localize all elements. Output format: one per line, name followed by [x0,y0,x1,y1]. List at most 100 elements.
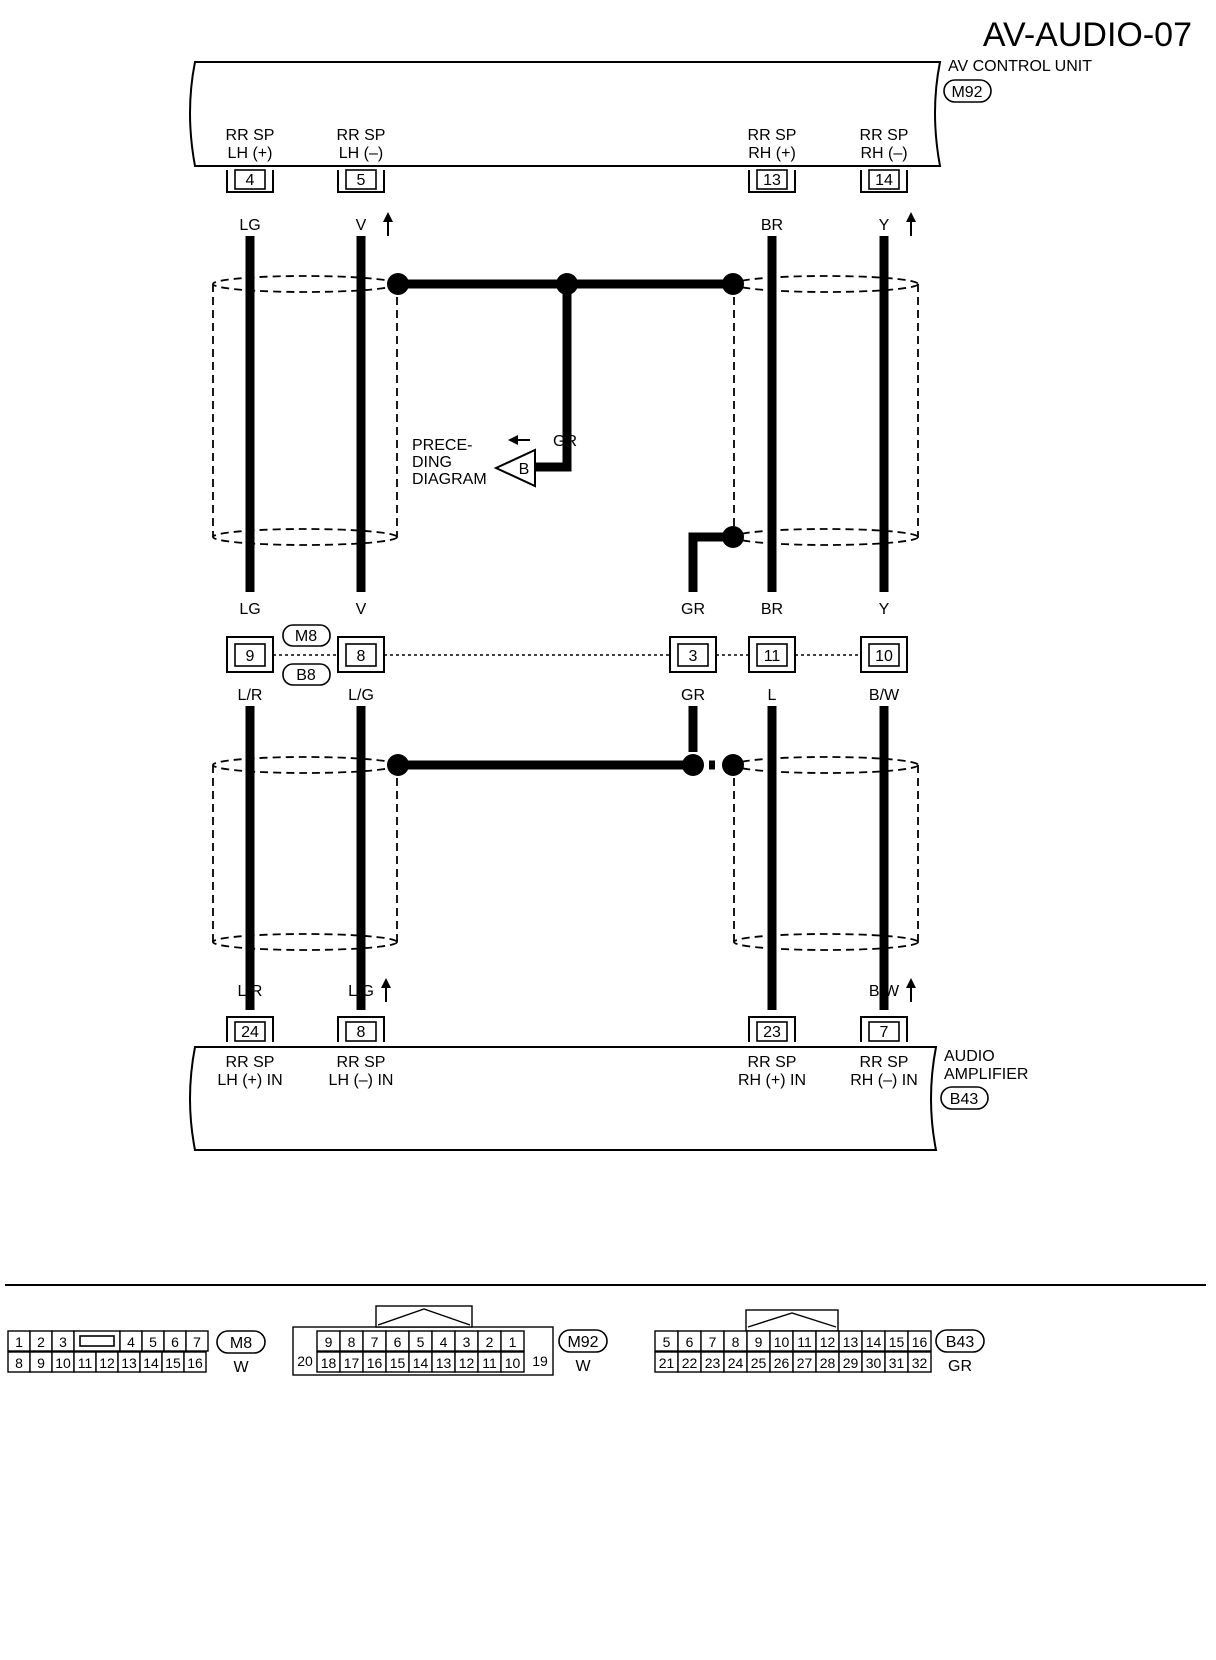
bottom-terminals: 24 8 23 7 [226,1016,908,1042]
audio-amplifier-connector: B43 [950,1091,979,1108]
preceding-wire-color: GR [553,433,577,450]
preceding-label-1: PRECE- [412,437,472,454]
mid-lower-color-9: L/R [238,687,263,704]
junction-dot [722,526,744,548]
upper-wire-color-4: Y [879,217,890,234]
connector-view-color: GR [948,1358,972,1375]
av-control-unit: AV CONTROL UNIT M92 RR SP LH (+) RR SP L… [189,58,1092,167]
connector-pin: 26 [774,1355,790,1371]
connector-pin: 5 [417,1334,425,1350]
preceding-link-wire [534,446,572,472]
connector-view-code: M8 [230,1335,252,1352]
gr-drain-wire [688,532,727,592]
connector-pin: 6 [686,1334,694,1350]
audio-amplifier: RR SP LH (+) IN RR SP LH (–) IN RR SP RH… [189,1046,1028,1151]
connector-pin: 15 [889,1334,905,1350]
connector-pin: 32 [912,1355,928,1371]
lower-shield-right [733,756,919,951]
connector-pin: 31 [889,1355,905,1371]
connector-pin: 12 [99,1355,115,1371]
amp-terminal-24-label-1: RR SP [226,1054,275,1071]
junction-dot [387,273,409,295]
terminal-13-number: 13 [763,172,781,189]
amp-terminal-23-number: 23 [763,1024,781,1041]
mid-lower-color-8: L/G [348,687,374,704]
lower-wire-color-1: L/R [238,983,263,1000]
connector-pin: 10 [774,1334,790,1350]
lower-shield-left [212,756,398,951]
connector-badge-m92 [943,79,992,103]
top-terminals: 4 5 13 14 [226,169,908,193]
connector-pin: 4 [440,1334,448,1350]
audio-amplifier-name-2: AMPLIFIER [944,1066,1028,1083]
junction-dot [722,754,744,776]
connector-pin: 30 [866,1355,882,1371]
amp-terminal-7-label-2: RH (–) IN [850,1072,918,1089]
preceding-diagram-reference: PRECE- DING DIAGRAM B GR [412,433,577,488]
connector-pin: 13 [121,1355,137,1371]
connector-pin: 9 [37,1355,45,1371]
connector-pin: 1 [509,1334,517,1350]
mid-upper-color-3: GR [681,601,705,618]
connector-pin: 8 [732,1334,740,1350]
mid-connector-bottom-code: B8 [296,667,316,684]
connector-pin: 8 [348,1334,356,1350]
connector-pin: 16 [912,1334,928,1350]
mid-pin-9: 9 [246,648,255,665]
terminal-5-label-2: LH (–) [339,145,383,162]
connector-pin: 10 [505,1355,521,1371]
connector-pin: 9 [325,1334,333,1350]
connector-pin: 14 [866,1334,882,1350]
connector-pin: 20 [297,1353,313,1369]
connector-pin: 16 [187,1355,203,1371]
terminal-5-label-1: RR SP [337,127,386,144]
amp-terminal-23-label-2: RH (+) IN [738,1072,806,1089]
upper-wire-color-1: LG [239,217,260,234]
upper-wire-color-2: V [356,217,367,234]
junction-dot [387,754,409,776]
mid-lower-color-11: L [768,687,777,704]
terminal-5-number: 5 [357,172,366,189]
connector-pin: 19 [532,1353,548,1369]
connector-pin: 25 [751,1355,767,1371]
connector-pin: 5 [149,1334,157,1350]
connector-pin: 6 [171,1334,179,1350]
mid-connector: LG V GR BR Y 9 8 3 11 10 M8 B8 L/R L/G [226,601,908,704]
mid-connector-top-code: M8 [295,628,317,645]
connector-pin: 24 [728,1355,744,1371]
connector-pin: 7 [371,1334,379,1350]
connector-pin: 11 [797,1334,812,1350]
mid-upper-color-9: LG [239,601,260,618]
preceding-label-3: DIAGRAM [412,471,487,488]
terminal-13-label-1: RR SP [748,127,797,144]
terminal-14-label-2: RH (–) [860,145,907,162]
connector-pin: 7 [709,1334,717,1350]
connector-pin: 3 [59,1334,67,1350]
audio-amplifier-name-1: AUDIO [944,1048,995,1065]
arrow-up-icon [381,978,391,1002]
connector-pin: 5 [663,1334,671,1350]
connector-pin: 13 [843,1334,859,1350]
connector-pin: 11 [78,1355,93,1371]
terminal-4-label-1: RR SP [226,127,275,144]
connector-pin: 12 [820,1334,836,1350]
junction-dot [682,754,704,776]
mid-upper-color-11: BR [761,601,783,618]
connector-view-code: B43 [946,1334,975,1351]
connector-pin: 29 [843,1355,859,1371]
amp-terminal-24-number: 24 [241,1024,259,1041]
junction-dot [722,273,744,295]
amp-terminal-24-label-2: LH (+) IN [217,1072,282,1089]
terminal-13-label-2: RH (+) [748,145,796,162]
mid-upper-color-8: V [356,601,367,618]
mid-pin-10: 10 [875,648,893,665]
connector-pin: 23 [705,1355,721,1371]
page-code: AV-AUDIO-07 [983,16,1192,54]
connector-pin: 15 [165,1355,181,1371]
mid-pin-3: 3 [689,648,698,665]
amp-terminal-8-label-2: LH (–) IN [329,1072,394,1089]
connector-pin: 12 [459,1355,475,1371]
